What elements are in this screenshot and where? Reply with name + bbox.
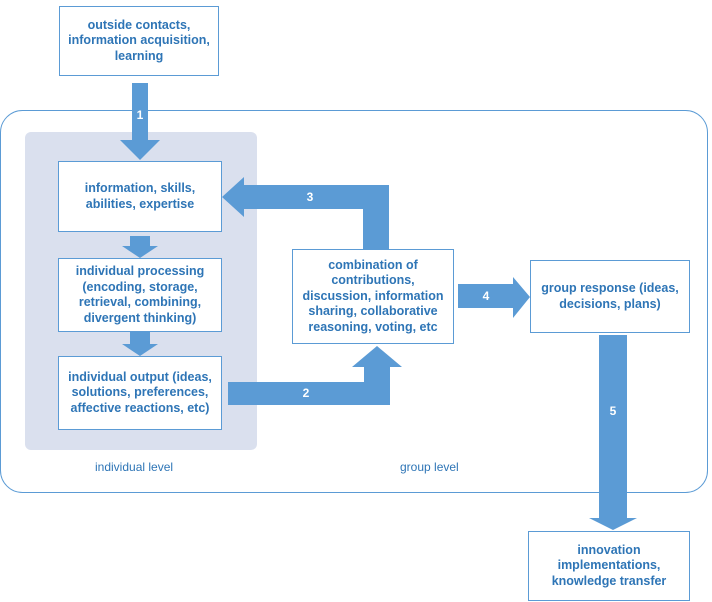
outside-contacts-text: outside contacts, information acquisitio… [68, 17, 210, 63]
arrow-2 [228, 346, 402, 405]
group-response-box: group response (ideas, decisions, plans) [530, 260, 690, 333]
arrow-1-label: 1 [136, 108, 144, 122]
outside-contacts-box: outside contacts, information acquisitio… [59, 6, 219, 76]
combination-text: combination of contributions, discussion… [302, 257, 444, 334]
individual-output-box: individual output (ideas, solutions, pre… [58, 356, 222, 430]
innovation-text: innovation implementations, knowledge tr… [551, 542, 667, 588]
group-level-label: group level [400, 460, 459, 474]
group-level-container [0, 110, 708, 493]
arrow-2-label: 2 [302, 386, 310, 400]
arrow-4-label: 4 [482, 289, 490, 303]
arrow-5 [589, 335, 637, 530]
arrow-3 [222, 177, 389, 249]
combination-box: combination of contributions, discussion… [292, 249, 454, 344]
individual-processing-box: individual processing (encoding, storage… [58, 258, 222, 332]
information-skills-text: information, skills, abilities, expertis… [84, 181, 196, 211]
arrow-4 [458, 277, 530, 318]
group-response-text: group response (ideas, decisions, plans) [541, 281, 679, 311]
arrow-1 [120, 83, 160, 160]
arrow-info-to-processing [122, 236, 158, 258]
arrow-3-label: 3 [306, 190, 314, 204]
individual-level-label: individual level [95, 460, 174, 474]
arrow-5-label: 5 [609, 404, 617, 418]
innovation-box: innovation implementations, knowledge tr… [528, 531, 690, 601]
information-skills-box: information, skills, abilities, expertis… [58, 161, 222, 232]
individual-processing-text: individual processing (encoding, storage… [75, 264, 205, 325]
individual-output-text: individual output (ideas, solutions, pre… [68, 369, 212, 415]
arrow-processing-to-output [122, 332, 158, 356]
